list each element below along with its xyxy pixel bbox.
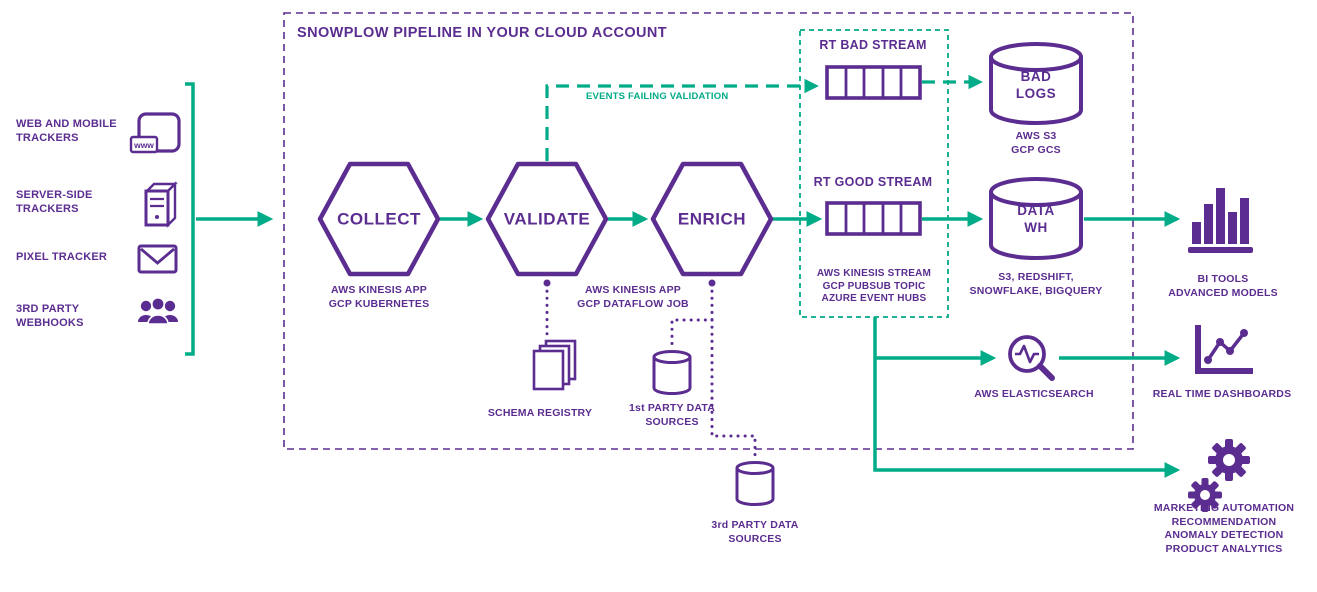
source-label-3rd-party-webhooks: 3RD PARTY WEBHOOKS bbox=[16, 303, 84, 329]
connector-dot bbox=[543, 279, 551, 287]
source-label-server-side-trackers: SERVER-SIDE TRACKERS bbox=[16, 189, 93, 215]
collect-caption: AWS KINESIS APP GCP KUBERNETES bbox=[328, 284, 430, 310]
validate-to-badstream-arrow bbox=[545, 78, 819, 161]
source-label-web-mobile-trackers: WEB AND MOBILE TRACKERS bbox=[16, 118, 117, 144]
connector-dot bbox=[708, 279, 716, 287]
automation-label: MARKETING AUTOMATION RECOMMENDATION ANOM… bbox=[1153, 502, 1295, 555]
failed-events-arrows bbox=[545, 74, 983, 161]
source-label-pixel-tracker: PIXEL TRACKER bbox=[16, 251, 108, 263]
elasticsearch-label: AWS ELASTICSEARCH bbox=[974, 388, 1094, 400]
bad-logs-label: BAD LOGS bbox=[1015, 69, 1057, 101]
enrich-hexagon bbox=[650, 161, 774, 277]
bad-logs-caption: AWS S3 GCP GCS bbox=[1011, 130, 1061, 156]
server-icon bbox=[144, 181, 178, 228]
bad-logs-database-icon bbox=[989, 42, 1083, 125]
validate-enrich-caption: AWS KINESIS APP GCP DATAFLOW JOB bbox=[577, 284, 689, 310]
validate-label: VALIDATE bbox=[503, 209, 591, 229]
bi-tools-label: BI TOOLS ADVANCED MODELS bbox=[1168, 273, 1278, 299]
third-party-data-icon bbox=[735, 461, 775, 506]
browser-www-icon: www bbox=[129, 112, 181, 154]
gears-icon bbox=[1188, 439, 1250, 512]
rt-good-stream-label: RT GOOD STREAM bbox=[813, 175, 933, 189]
flow-arrows bbox=[196, 211, 1181, 478]
first-party-data-icon bbox=[652, 350, 692, 395]
enrich-label: ENRICH bbox=[677, 209, 747, 229]
stage-hexagons bbox=[317, 161, 774, 277]
schema-registry-label: SCHEMA REGISTRY bbox=[487, 407, 593, 419]
sources-bracket bbox=[185, 82, 195, 356]
pipeline-boundary bbox=[283, 12, 1134, 450]
events-failing-validation-label: EVENTS FAILING VALIDATION bbox=[586, 91, 729, 102]
envelope-icon bbox=[137, 244, 178, 274]
good-stream-queue-icon bbox=[825, 201, 922, 236]
enrich-sources-connector bbox=[670, 282, 757, 458]
collect-hexagon bbox=[317, 161, 441, 277]
elasticsearch-icon bbox=[1008, 335, 1055, 381]
third-party-data-label: 3rd PARTY DATA SOURCES bbox=[711, 519, 799, 545]
first-party-data-label: 1st PARTY DATA SOURCES bbox=[628, 402, 716, 428]
stream-caption: AWS KINESIS STREAM GCP PUBSUB TOPIC AZUR… bbox=[816, 268, 932, 304]
rt-bad-stream-label: RT BAD STREAM bbox=[819, 38, 927, 52]
www-label: www bbox=[133, 140, 154, 150]
bar-chart-icon bbox=[1188, 188, 1253, 253]
data-wh-database-icon bbox=[989, 177, 1083, 260]
schema-registry-documents-icon bbox=[532, 339, 577, 391]
collect-label: COLLECT bbox=[337, 209, 421, 229]
bad-stream-queue-icon bbox=[825, 65, 922, 100]
data-wh-caption: S3, REDSHIFT, SNOWFLAKE, BIGQUERY bbox=[969, 271, 1103, 297]
line-chart-icon bbox=[1195, 325, 1253, 374]
validate-hexagon bbox=[485, 161, 609, 277]
people-icon bbox=[138, 296, 178, 325]
dotted-connectors bbox=[545, 282, 757, 458]
real-time-dashboards-label: REAL TIME DASHBOARDS bbox=[1152, 388, 1292, 400]
diagram-title: SNOWPLOW PIPELINE IN YOUR CLOUD ACCOUNT bbox=[297, 25, 668, 41]
data-wh-label: DATA WH bbox=[1017, 203, 1055, 235]
stream-to-automation-arrow bbox=[873, 317, 1181, 478]
